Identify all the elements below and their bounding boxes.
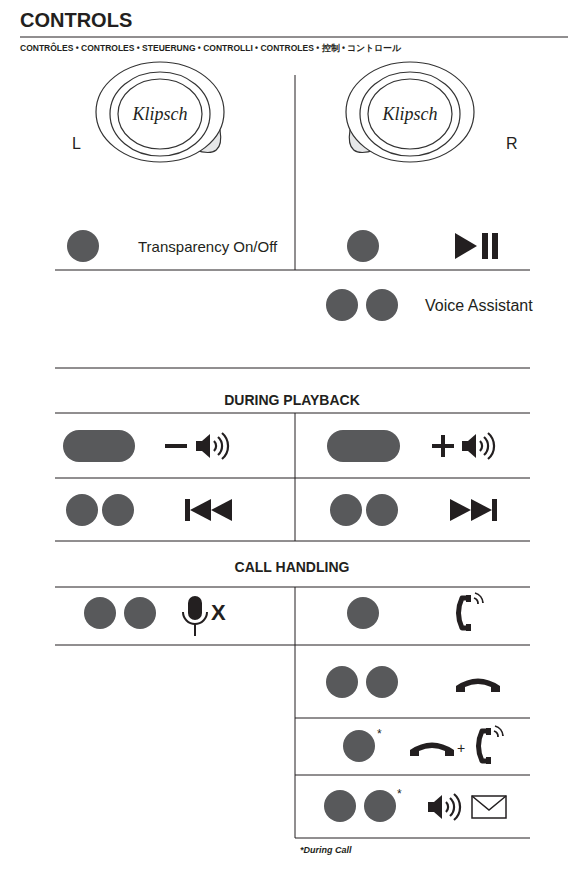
- plus-sign: +: [457, 741, 465, 755]
- control-icons: [165, 233, 506, 820]
- brand-logo: Klipsch: [132, 105, 187, 123]
- page-title: CONTROLS: [20, 10, 132, 30]
- section-heading: CALL HANDLING: [235, 560, 350, 574]
- footnote: *During Call: [300, 846, 352, 855]
- side-label: L: [72, 136, 81, 152]
- action-label: Voice Assistant: [425, 298, 533, 314]
- footnote-mark: *: [397, 788, 402, 800]
- brand-logo: Klipsch: [382, 105, 437, 123]
- section-heading: DURING PLAYBACK: [224, 393, 360, 407]
- subtitle-languages: CONTRÔLES • CONTROLES • STEUERUNG • CONT…: [20, 44, 401, 53]
- mute-mark: X: [211, 602, 226, 624]
- side-label: R: [506, 136, 518, 152]
- action-label: Transparency On/Off: [138, 239, 277, 254]
- footnote-mark: *: [377, 728, 382, 740]
- right-earbud: [346, 62, 474, 162]
- tap-dots: [63, 230, 400, 822]
- table-lines: [55, 75, 530, 838]
- left-earbud: [96, 62, 224, 162]
